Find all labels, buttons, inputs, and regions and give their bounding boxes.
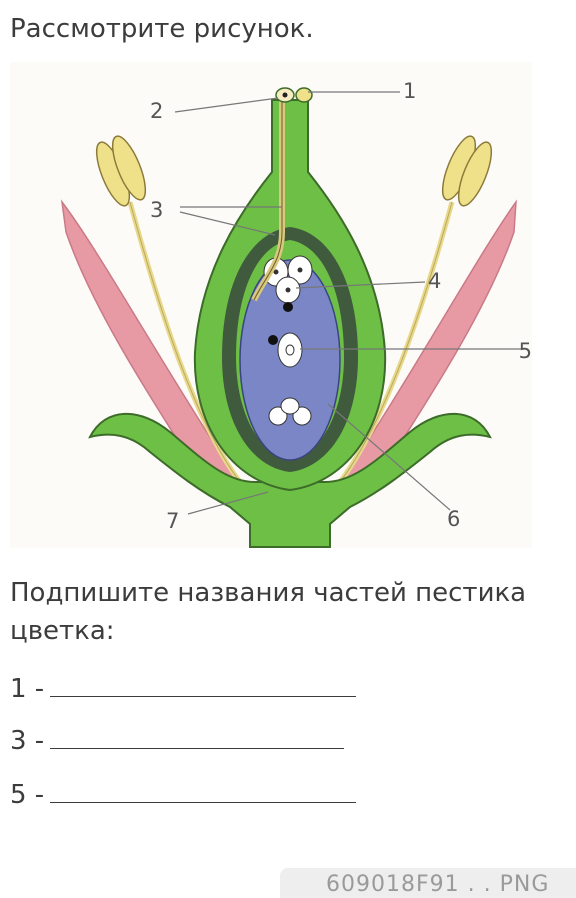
answer-blank-3[interactable] — [50, 726, 345, 749]
answer-row-1[interactable]: 1 - — [10, 672, 357, 706]
sperm-cell-2 — [268, 335, 278, 345]
stamen-filament-left-outline — [129, 201, 241, 483]
label-6: 6 — [447, 507, 460, 531]
label-4: 4 — [428, 269, 441, 293]
answer-label-1: 1 - — [10, 674, 45, 704]
task-heading: Рассмотрите рисунок. — [10, 14, 314, 44]
label-3: 3 — [150, 198, 163, 222]
label-5: 5 — [519, 339, 532, 363]
answer-label-5: 5 - — [10, 780, 45, 810]
flower-cross-section-svg: 1 2 3 4 5 6 7 — [60, 79, 532, 548]
anther-right — [441, 135, 493, 207]
stamen-filament-right-outline — [339, 201, 453, 483]
task-instruction: Подпишите названия частей пестика цветка… — [10, 578, 527, 646]
anther-left — [95, 135, 147, 207]
answer-blank-5[interactable] — [50, 780, 357, 803]
receptacle-sepals — [88, 412, 492, 548]
answer-blank-1[interactable] — [50, 674, 357, 697]
pollen-tube-outline — [253, 92, 283, 301]
central-cell — [277, 332, 303, 368]
leader-lines — [174, 91, 525, 515]
watermark-text: 609018F91 . . PNG — [326, 872, 550, 897]
antipodal-cells — [268, 397, 312, 426]
pistil-diagram: 1 2 3 4 5 6 7 — [10, 62, 532, 548]
answer-label-3: 3 - — [10, 726, 45, 756]
answer-row-3[interactable]: 3 - — [10, 724, 345, 758]
answer-row-5[interactable]: 5 - — [10, 778, 357, 812]
label-1: 1 — [403, 79, 416, 103]
egg-apparatus — [263, 255, 313, 304]
image-watermark: 609018F91 . . PNG — [280, 868, 576, 898]
label-2: 2 — [150, 99, 163, 123]
sperm-cell-1 — [283, 302, 293, 312]
label-7: 7 — [166, 509, 179, 533]
